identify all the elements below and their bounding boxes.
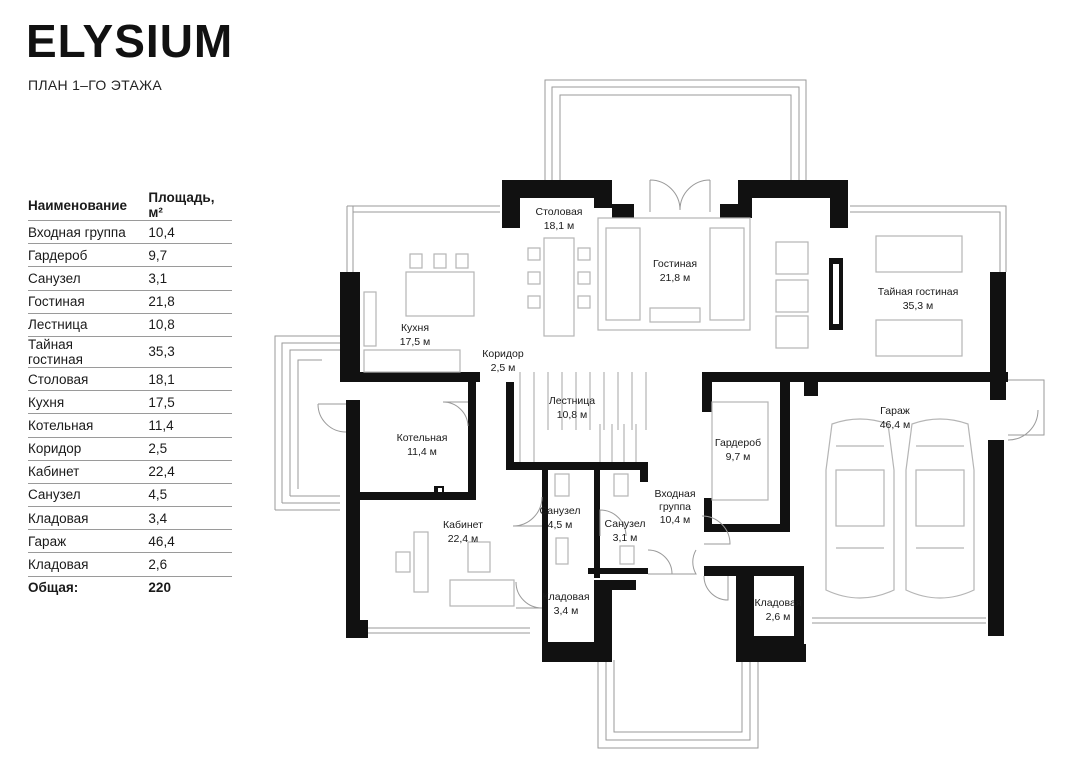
plan-subtitle: ПЛАН 1–ГО ЭТАЖА: [28, 77, 162, 93]
legend-row: Столовая 18,1: [28, 367, 232, 392]
room-name: Кладовая: [28, 506, 132, 531]
room-area-sanuzel-2: 3,1 м: [613, 532, 638, 544]
room-name: Гостиная: [28, 290, 132, 314]
room-label-kotelnaya: Котельная: [397, 432, 448, 444]
room-area-stolovaya: 18,1 м: [544, 220, 575, 232]
area-legend-table: Наименование Площадь, м² Входная группа 1…: [28, 190, 232, 599]
room-area-taynaya: 35,3 м: [903, 300, 934, 312]
room-area-garderob: 9,7 м: [726, 451, 751, 463]
room-label-kladovaya-2: Кладовая: [754, 597, 801, 609]
room-area-garazh: 46,4 м: [880, 419, 911, 431]
room-label-vhodnaya-1: Входная: [654, 488, 695, 500]
room-area-vhodnaya: 10,4 м: [660, 514, 691, 526]
total-value: 220: [148, 580, 171, 596]
room-label-sanuzel-1: Санузел: [540, 505, 581, 517]
legend-row: Входная группа 10,4: [28, 220, 232, 245]
room-area: 2,6: [139, 552, 232, 577]
legend-row: Кладовая 3,4: [28, 506, 232, 531]
legend-row: Гостиная 21,8: [28, 290, 232, 314]
room-area: 46,4: [139, 529, 232, 554]
room-name: Санузел: [28, 483, 132, 508]
legend-header-name: Наименование: [28, 190, 132, 221]
legend-header: Наименование Площадь, м²: [28, 190, 232, 221]
legend-row: Гардероб 9,7: [28, 243, 232, 268]
room-area: 4,5: [139, 483, 232, 508]
room-name: Кладовая: [28, 552, 132, 577]
room-area: 22,4: [139, 460, 232, 484]
car-icon: [825, 418, 895, 599]
total-label: Общая:: [28, 580, 79, 596]
walls: [340, 180, 1008, 662]
room-area-gostinaya: 21,8 м: [660, 272, 691, 284]
room-name: Лестница: [28, 313, 132, 337]
room-label-garderob: Гардероб: [715, 437, 761, 449]
room-name: Кабинет: [28, 460, 132, 484]
room-name: Кухня: [28, 390, 132, 415]
room-label-koridor: Коридор: [482, 348, 524, 360]
legend-row: Коридор 2,5: [28, 437, 232, 461]
room-area: 21,8: [139, 290, 232, 314]
room-name: Гардероб: [28, 243, 132, 268]
room-area: 9,7: [139, 243, 232, 268]
room-area: 18,1: [139, 367, 232, 392]
furniture: [363, 217, 975, 607]
legend-row: Лестница 10,8: [28, 313, 232, 337]
room-label-stolovaya: Столовая: [536, 206, 583, 218]
room-area-kuhnya: 17,5 м: [400, 336, 431, 348]
room-area-lestnitsa: 10,8 м: [557, 409, 588, 421]
room-area-kladovaya-2: 2,6 м: [766, 611, 791, 623]
legend-total-row: Общая: 220: [28, 576, 232, 599]
room-label-sanuzel-2: Санузел: [605, 518, 646, 530]
room-label-garazh: Гараж: [880, 405, 910, 417]
room-label-lestnitsa: Лестница: [549, 395, 595, 407]
room-area-kladovaya-1: 3,4 м: [554, 605, 579, 617]
legend-row: Кабинет 22,4: [28, 460, 232, 484]
room-name: Тайная гостиная: [28, 336, 132, 368]
room-area: 35,3: [139, 336, 232, 368]
room-area: 10,4: [139, 220, 232, 245]
room-area: 3,4: [139, 506, 232, 531]
room-name: Санузел: [28, 266, 132, 291]
room-label-kuhnya: Кухня: [401, 322, 429, 334]
terrace-outlines: [274, 79, 1045, 749]
room-name: Гараж: [28, 529, 132, 554]
brand-logo: ELYSIUM: [26, 15, 234, 67]
legend-row: Котельная 11,4: [28, 413, 232, 438]
room-area: 3,1: [139, 266, 232, 291]
room-name: Коридор: [28, 437, 132, 461]
room-label-vhodnaya-2: группа: [659, 501, 691, 513]
room-area-sanuzel-1: 4,5 м: [548, 519, 573, 531]
legend-header-area: Площадь, м²: [139, 190, 232, 221]
legend-row: Санузел 3,1: [28, 266, 232, 291]
room-area: 2,5: [139, 437, 232, 461]
room-area: 17,5: [139, 390, 232, 415]
room-label-gostinaya: Гостиная: [653, 258, 697, 270]
room-area: 10,8: [139, 313, 232, 337]
room-labels: Столовая 18,1 м Гостиная 21,8 м Тайная г…: [397, 206, 959, 623]
legend-row: Гараж 46,4: [28, 529, 232, 554]
legend-row: Кладовая 2,6: [28, 552, 232, 577]
room-label-taynaya: Тайная гостиная: [878, 286, 959, 298]
room-label-kabinet: Кабинет: [443, 519, 483, 531]
doors: [317, 179, 1039, 609]
room-area: 11,4: [139, 413, 232, 438]
room-name: Столовая: [28, 367, 132, 392]
room-label-kladovaya-1: Кладовая: [542, 591, 589, 603]
legend-row: Санузел 4,5: [28, 483, 232, 508]
room-name: Входная группа: [28, 220, 132, 245]
legend-row: Кухня 17,5: [28, 390, 232, 415]
room-name: Котельная: [28, 413, 132, 438]
room-area-koridor: 2,5 м: [491, 362, 516, 374]
room-area-kabinet: 22,4 м: [448, 533, 479, 545]
room-area-kotelnaya: 11,4 м: [407, 446, 437, 458]
car-icon: [905, 418, 975, 599]
